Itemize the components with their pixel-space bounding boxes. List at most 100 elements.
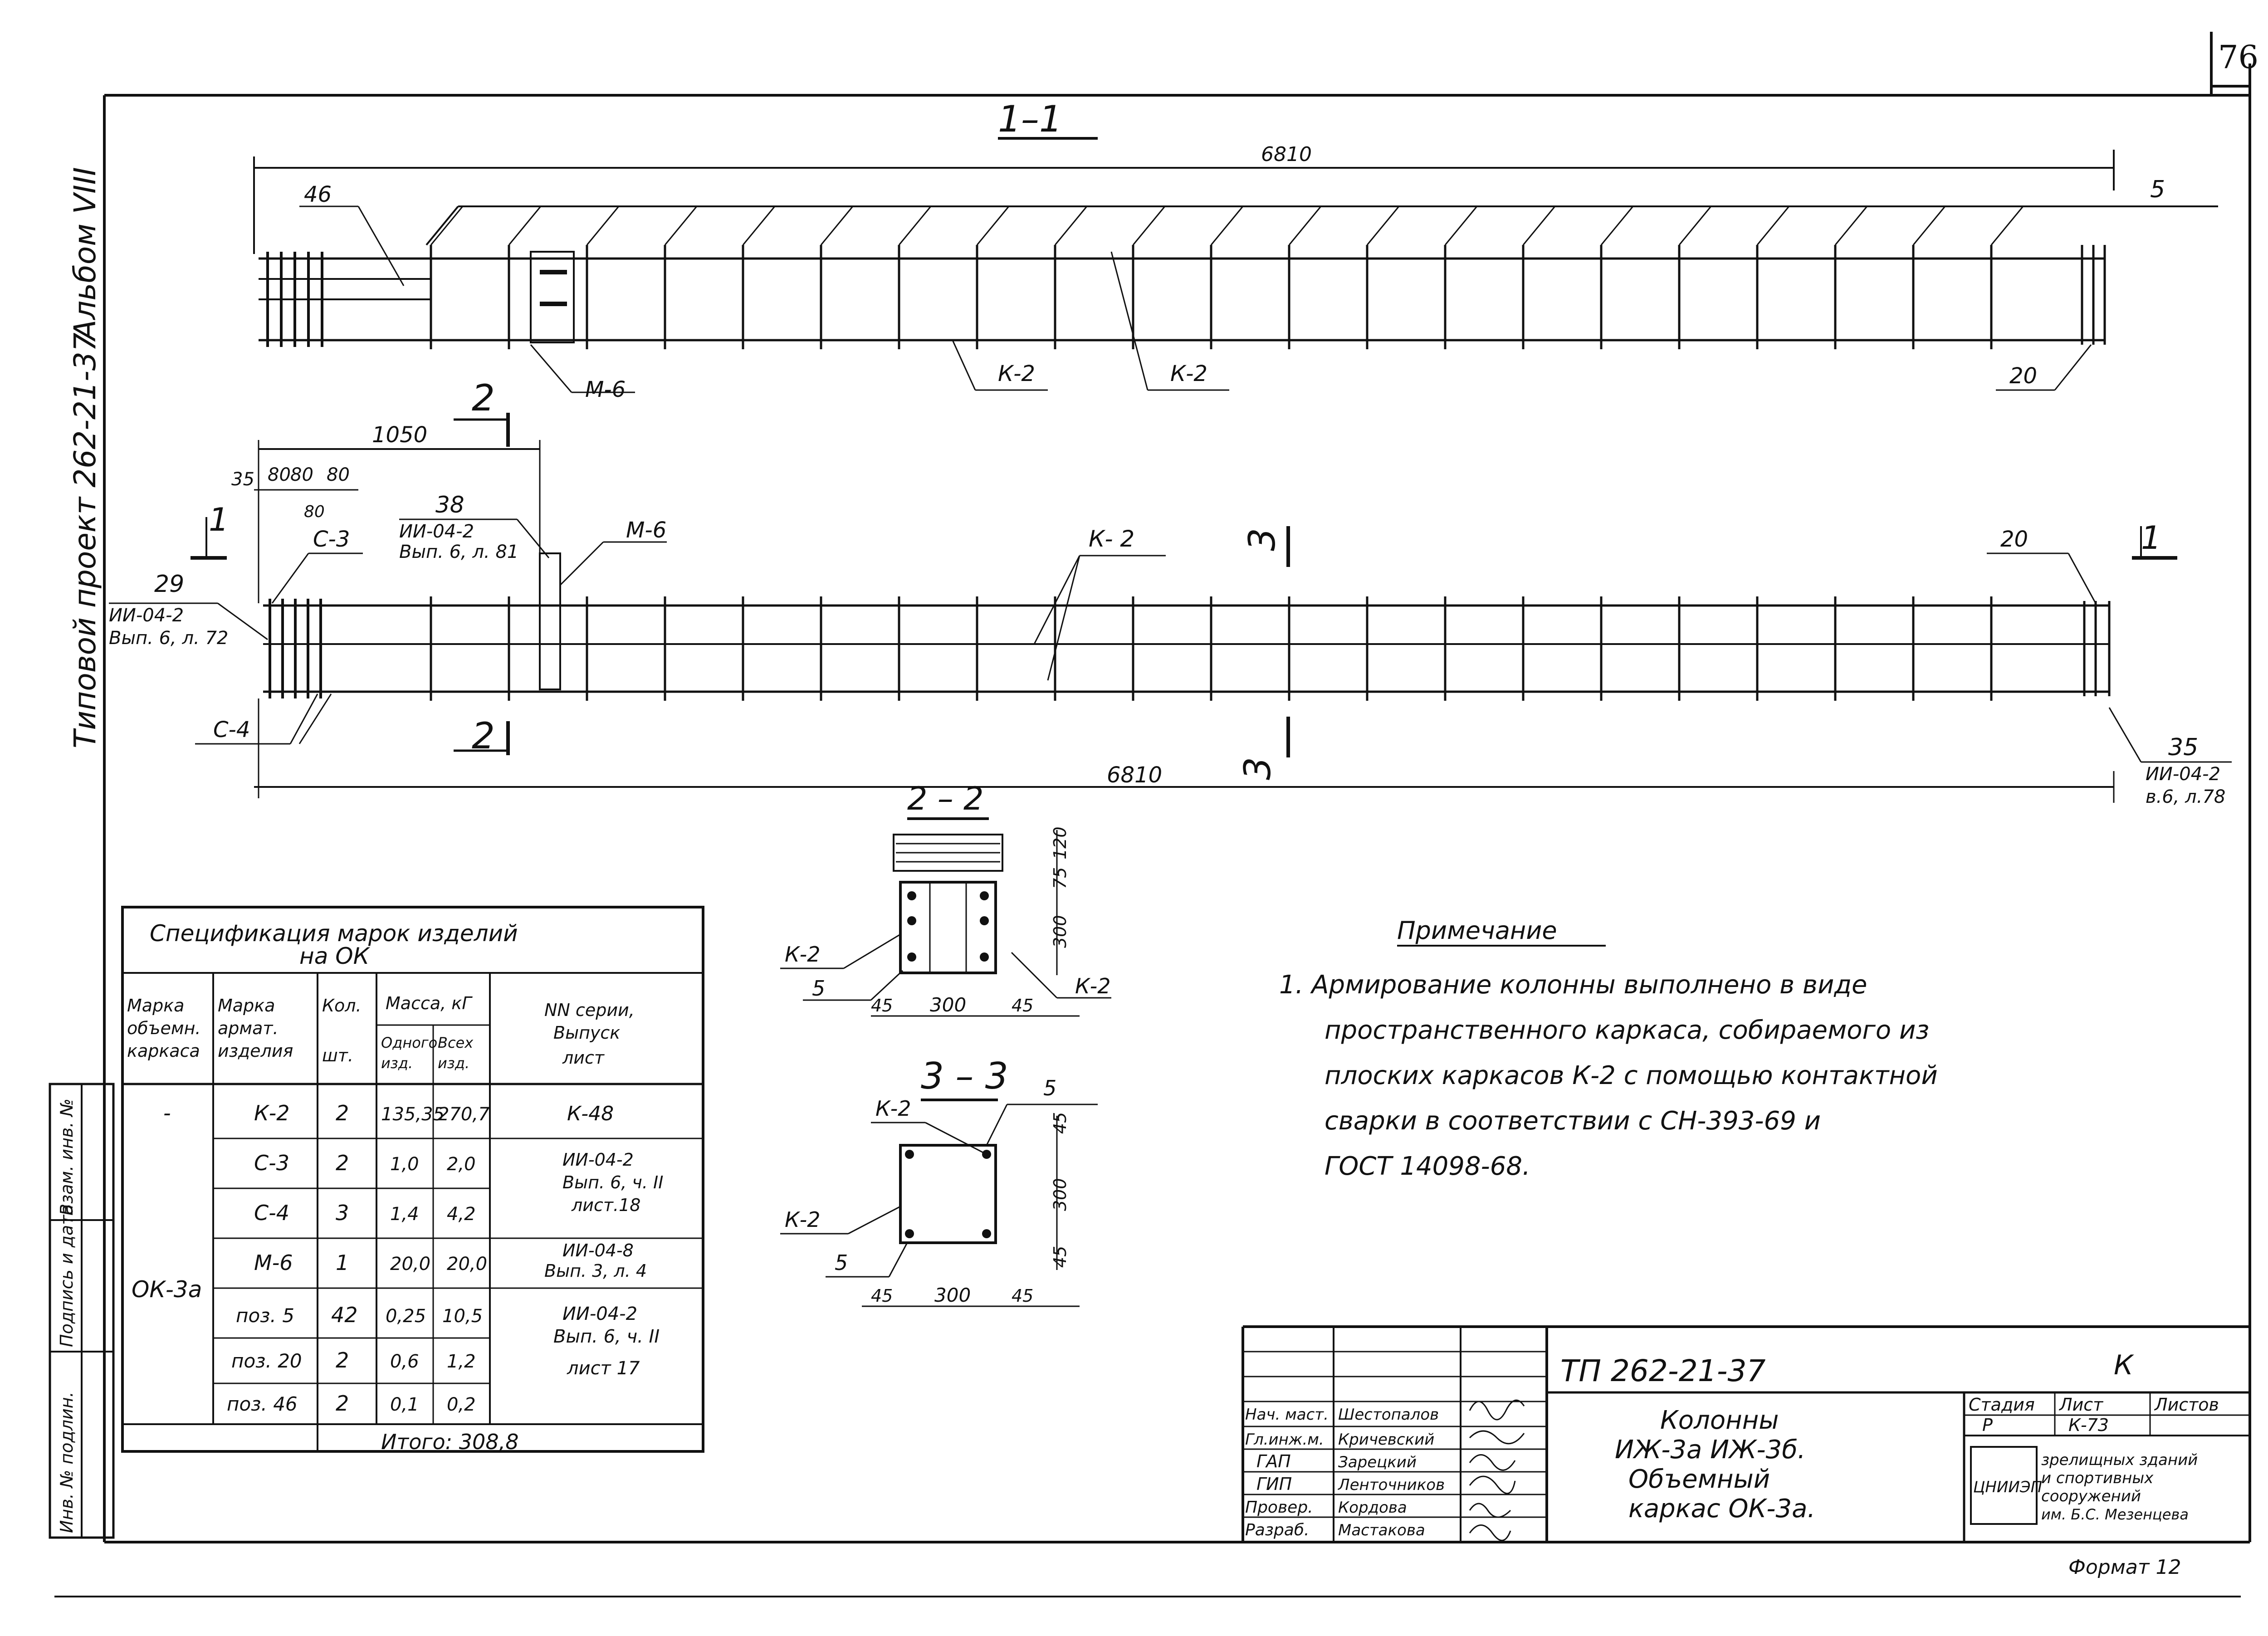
tb-title-3: Объемный [1628, 1465, 1770, 1494]
stirrup-hook [1756, 206, 1790, 245]
tb-name-6: Мастакова [1338, 1521, 1425, 1539]
page-number: 76 [2218, 39, 2259, 76]
spec-r2-one: 1,0 [390, 1154, 419, 1175]
section-3-3: 3 – 3 45 300 45 К-2 5 К-2 5 45 300 45 [780, 1055, 1098, 1307]
tb-name-1: Шестопалов [1338, 1406, 1439, 1424]
title-block: ТП 262-21-37 К Колонны ИЖ-3а ИЖ-3б. Объе… [1242, 1325, 2250, 1579]
signature-3 [1469, 1454, 1516, 1471]
s11-tag-46: 46 [304, 182, 332, 207]
spec-total: Итого: 308,8 [381, 1430, 518, 1454]
tb-format: Формат 12 [2068, 1556, 2181, 1579]
note-line-1: 1. Армирование колонны выполнено в виде [1279, 970, 1867, 1000]
spec-r6-qty: 2 [336, 1348, 349, 1372]
spec-r5-one: 0,25 [386, 1306, 426, 1327]
plan-view: 1050 35 80 80 80 80 2 2 1 1 3 3 [109, 377, 2232, 807]
plan-dim-80-under: 80 [304, 503, 325, 521]
section-1-1: 1–1 6810 46 5 М-6 К- [253, 98, 2218, 402]
spec-r6-one: 0,6 [390, 1351, 419, 1372]
plan-len-6810: 6810 [1107, 762, 1162, 788]
spec-h6-c: лист [562, 1048, 605, 1068]
side-stamp-inv: Инв. № подлин. [57, 1392, 77, 1533]
spec-r5-all: 10,5 [442, 1306, 483, 1327]
plan-tag-k2: К- 2 [1089, 526, 1134, 552]
signature-4 [1469, 1475, 1516, 1494]
s11-tag-5: 5 [2150, 176, 2165, 203]
tb-role-4: ГИП [1256, 1474, 1292, 1494]
spec-r1-item: К-2 [254, 1101, 290, 1125]
spec-r7-item: поз. 46 [227, 1393, 298, 1415]
spec-h-one-b: изд. [381, 1055, 413, 1072]
spec-r1-qty: 2 [336, 1101, 349, 1125]
tb-code: ТП 262-21-37 [1560, 1353, 1766, 1388]
spec-r2-item: С-3 [254, 1151, 289, 1175]
signature-1 [1469, 1399, 1525, 1421]
spec-r4-item: М-6 [254, 1250, 293, 1275]
stirrup-hook [1288, 206, 1322, 245]
plan-cut3-top: 3 [1241, 528, 1283, 551]
spec-r7-qty: 2 [336, 1391, 349, 1416]
note-line-2: пространственного каркаса, собираемого и… [1325, 1016, 1929, 1045]
spec-h2-c: изделия [218, 1041, 293, 1061]
note-title: Примечание [1397, 916, 1557, 945]
plan-dim-80c: 80 [327, 464, 350, 485]
spec-r3-all: 4,2 [447, 1204, 476, 1225]
stirrup-hook [1366, 206, 1400, 245]
s33-d45v2: 45 [1050, 1246, 1070, 1268]
s22-k2-left: К-2 [785, 942, 821, 967]
stirrup-hook [664, 206, 698, 245]
stirrup-hook [1678, 206, 1712, 245]
tb-org-logo: ЦНИИЭП [1973, 1478, 2042, 1496]
plan-cut2-top: 2 [472, 377, 495, 419]
plan-ref-38b: Вып. 6, л. 81 [399, 542, 518, 562]
tb-name-5: Кордова [1338, 1499, 1407, 1517]
spec-r1-ref: К-48 [567, 1102, 614, 1125]
tb-name-3: Зарецкий [1338, 1453, 1417, 1471]
spec-r4-ref-a: ИИ-04-8 [562, 1240, 634, 1260]
tb-org-4: им. Б.С. Мезенцева [2041, 1506, 2189, 1523]
spec-h3-b: шт. [322, 1045, 353, 1065]
spec-r2-ref-c: лист.18 [571, 1195, 640, 1215]
spec-r4-one: 20,0 [390, 1254, 430, 1275]
stirrup-hook [976, 206, 1010, 245]
note-line-4: сварки в соответствии с СН-393-69 и [1325, 1106, 1821, 1136]
tb-title-1: Колонны [1660, 1406, 1779, 1435]
s22-d45b: 45 [1012, 996, 1033, 1016]
spec-table: Спецификация марок изделий на ОК Марка о… [121, 906, 704, 1454]
note-line-5: ГОСТ 14098-68. [1325, 1152, 1530, 1181]
plan-ref-38a: ИИ-04-2 [399, 521, 474, 542]
plan-dim-80b: 80 [290, 464, 313, 485]
s33-d300h: 300 [934, 1284, 971, 1306]
plan-tag-m6: М-6 [626, 518, 666, 543]
plan-tag-20: 20 [2000, 527, 2028, 552]
spec-r3-one: 1,4 [390, 1204, 419, 1225]
s11-tag-k2a: К-2 [998, 361, 1035, 386]
spec-r5-qty: 42 [331, 1303, 358, 1327]
plan-cut3-bottom: 3 [1237, 757, 1279, 780]
side-stamp-sign: Подпись и дата [57, 1204, 77, 1347]
stirrup-hook [508, 206, 542, 245]
spec-r6-all: 1,2 [447, 1351, 476, 1372]
stirrup-hook [898, 206, 932, 245]
spec-r2-ref-a: ИИ-04-2 [562, 1150, 634, 1170]
stirrup-hook [1912, 206, 1946, 245]
spec-r2-qty: 2 [336, 1151, 349, 1175]
plan-ref-29a: ИИ-04-2 [109, 605, 184, 626]
tb-org-3: сооружений [2041, 1487, 2141, 1505]
s22-d75: 75 [1050, 867, 1070, 889]
side-stamp-replace: Взам. инв. № [57, 1099, 77, 1216]
sheet-frame [103, 32, 2251, 1543]
stirrup-hook [1834, 206, 1868, 245]
signature-2 [1469, 1430, 1525, 1445]
tb-sheets-label: Листов [2154, 1395, 2219, 1415]
spec-h6-b: Выпуск [553, 1023, 620, 1043]
spec-r3-item: С-4 [254, 1201, 289, 1225]
spec-h-all-a: Всех [438, 1034, 474, 1051]
plan-tag-c4: С-4 [213, 717, 250, 742]
note: Примечание 1. Армирование колонны выполн… [1279, 916, 1938, 1181]
s11-tag-m6: М-6 [585, 377, 626, 402]
tb-title-2: ИЖ-3а ИЖ-3б. [1615, 1435, 1806, 1465]
stirrup-hook [1132, 206, 1166, 245]
plan-tag-35: 35 [2168, 734, 2198, 761]
tb-role-2: Гл.инж.м. [1245, 1431, 1324, 1449]
